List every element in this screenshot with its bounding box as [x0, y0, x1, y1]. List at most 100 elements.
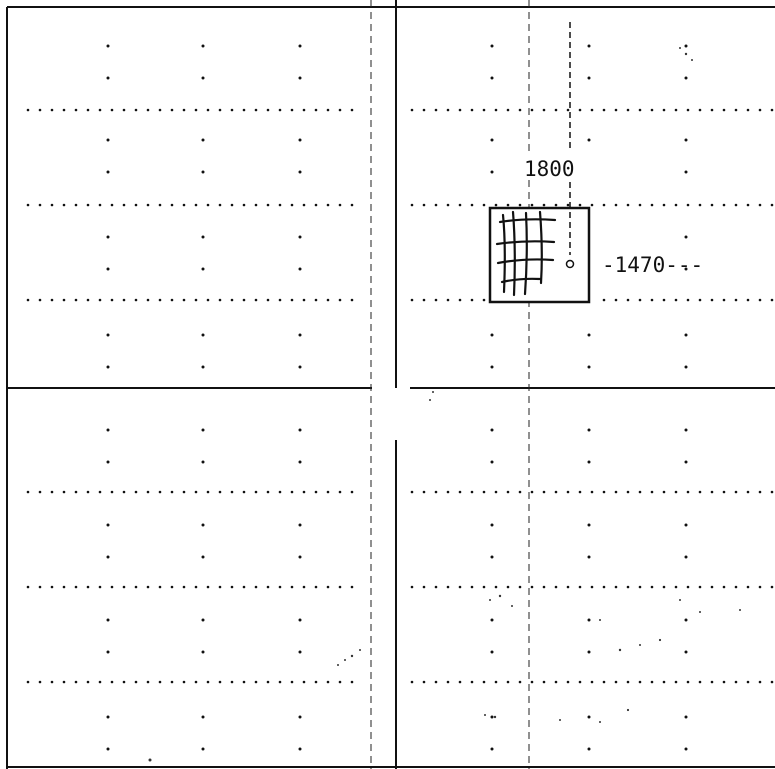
- grid-dot: [490, 650, 494, 654]
- grid-dot: [434, 298, 438, 302]
- grid-dot: [206, 585, 210, 589]
- grid-dot: [770, 585, 774, 589]
- grid-dot: [698, 298, 702, 302]
- grid-dot: [26, 298, 30, 302]
- grid-dot: [50, 203, 54, 207]
- grid-dot: [686, 203, 690, 207]
- grid-dot: [490, 44, 494, 48]
- grid-dot: [170, 490, 174, 494]
- grid-dot: [566, 585, 570, 589]
- grid-dot: [201, 747, 205, 751]
- grid-dot: [170, 680, 174, 684]
- grid-dot: [758, 490, 762, 494]
- grid-dot: [410, 680, 414, 684]
- grid-dot: [758, 585, 762, 589]
- grid-dot: [770, 108, 774, 112]
- grid-dot: [650, 585, 654, 589]
- grid-dot: [62, 108, 66, 112]
- grid-dot: [614, 203, 618, 207]
- grid-dot: [86, 680, 90, 684]
- grid-dot: [230, 490, 234, 494]
- grid-dot: [542, 203, 546, 207]
- grid-dot: [490, 460, 494, 464]
- grid-dot: [290, 585, 294, 589]
- grid-dot: [302, 680, 306, 684]
- grid-dot: [278, 108, 282, 112]
- grid-dot: [106, 747, 110, 751]
- grid-dot: [684, 428, 688, 432]
- grid-dot: [338, 490, 342, 494]
- grid-dot: [302, 203, 306, 207]
- grid-dot: [194, 680, 198, 684]
- grid-dot: [602, 490, 606, 494]
- grid-dot: [134, 585, 138, 589]
- grid-dot: [62, 298, 66, 302]
- grid-dot: [201, 555, 205, 559]
- grid-dot: [290, 298, 294, 302]
- grid-dot: [106, 235, 110, 239]
- grid-dot: [326, 490, 330, 494]
- grid-dot: [410, 585, 414, 589]
- grid-dot: [201, 618, 205, 622]
- grid-dot: [254, 203, 258, 207]
- grid-dot: [122, 298, 126, 302]
- grid-dot: [38, 680, 42, 684]
- grid-dot: [566, 680, 570, 684]
- grid-dot: [518, 680, 522, 684]
- grid-dot: [482, 108, 486, 112]
- grid-dot: [106, 170, 110, 174]
- grid-dot: [458, 298, 462, 302]
- grid-dot: [482, 298, 486, 302]
- grid-dot: [587, 747, 591, 751]
- grid-dot: [86, 203, 90, 207]
- grid-dot: [298, 747, 302, 751]
- grid-dot: [422, 298, 426, 302]
- grid-dot: [554, 585, 558, 589]
- grid-dot: [110, 203, 114, 207]
- grid-dot: [506, 490, 510, 494]
- grid-dot: [770, 203, 774, 207]
- grid-dot: [422, 108, 426, 112]
- grid-dot: [86, 490, 90, 494]
- grid-dot: [614, 585, 618, 589]
- grid-dot: [458, 680, 462, 684]
- grid-dot: [470, 108, 474, 112]
- dot-grid: [26, 44, 774, 751]
- grid-dot: [298, 267, 302, 271]
- grid-dot: [684, 555, 688, 559]
- grid-dot: [110, 108, 114, 112]
- grid-dot: [338, 203, 342, 207]
- grid-dot: [38, 298, 42, 302]
- grid-dot: [710, 108, 714, 112]
- grid-dot: [106, 428, 110, 432]
- grid-dot: [446, 585, 450, 589]
- grid-dot: [770, 680, 774, 684]
- grid-dot: [106, 555, 110, 559]
- grid-dot: [106, 267, 110, 271]
- grid-dot: [106, 715, 110, 719]
- grid-dot: [698, 585, 702, 589]
- grid-dot: [482, 203, 486, 207]
- grid-dot: [710, 298, 714, 302]
- grid-dot: [302, 108, 306, 112]
- grid-dot: [338, 680, 342, 684]
- grid-dot: [490, 523, 494, 527]
- grid-dot: [587, 618, 591, 622]
- grid-dot: [746, 203, 750, 207]
- grid-dot: [674, 298, 678, 302]
- grid-dot: [98, 585, 102, 589]
- grid-dot: [298, 555, 302, 559]
- grid-dot: [578, 490, 582, 494]
- grid-dot: [158, 203, 162, 207]
- grid-dot: [230, 203, 234, 207]
- grid-dot: [201, 235, 205, 239]
- marker-box-frame: [488, 206, 591, 304]
- grid-dot: [590, 585, 594, 589]
- grid-dot: [578, 585, 582, 589]
- grid-dot: [201, 333, 205, 337]
- grid-dot: [98, 298, 102, 302]
- grid-dot: [298, 428, 302, 432]
- grid-dot: [674, 680, 678, 684]
- grid-dot: [106, 523, 110, 527]
- grid-dot: [278, 298, 282, 302]
